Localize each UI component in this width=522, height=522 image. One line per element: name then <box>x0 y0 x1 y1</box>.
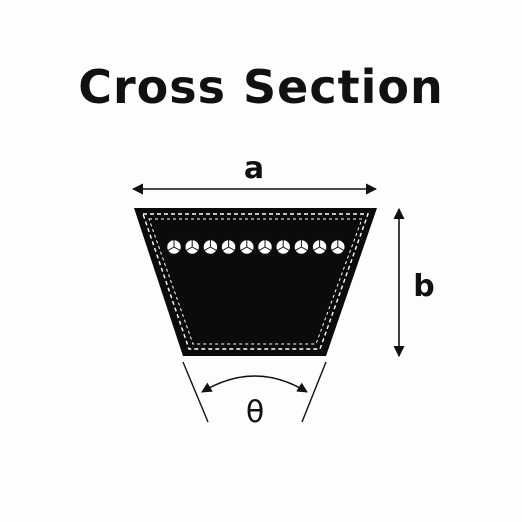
tension-cord <box>239 239 255 255</box>
tension-cord <box>330 239 346 255</box>
tension-cord <box>184 239 200 255</box>
tension-cords <box>166 239 346 255</box>
height-label-b: b <box>413 269 434 304</box>
tension-cord <box>166 239 182 255</box>
angle-label-theta: θ <box>246 395 264 430</box>
belt-body <box>134 208 377 356</box>
angle-arc <box>201 375 308 393</box>
belt-cover-stitch <box>142 213 369 350</box>
diagram-title: Cross Section <box>78 60 444 114</box>
tension-cord <box>202 239 219 255</box>
tension-cord <box>220 239 237 255</box>
width-label-a: a <box>244 151 264 186</box>
tension-cord <box>311 239 328 255</box>
tension-cord <box>257 239 273 255</box>
tension-cord <box>275 239 291 255</box>
tension-cord <box>293 239 310 255</box>
angle-extension-right <box>301 361 327 423</box>
angle-extension-left <box>182 361 209 423</box>
